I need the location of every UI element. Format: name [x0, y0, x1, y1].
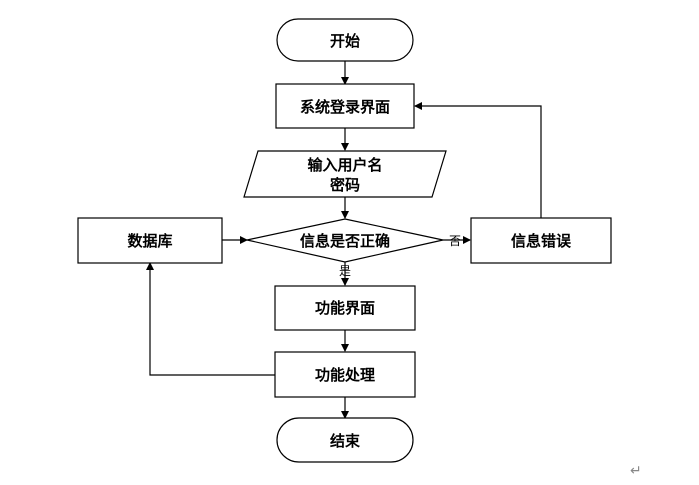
database-node: 数据库	[77, 217, 223, 264]
no-edge-label: 否	[449, 234, 461, 248]
paragraph-mark-icon: ↵	[630, 463, 642, 479]
edge-proc-database	[146, 262, 275, 376]
input-node: 输入用户名 密码	[243, 150, 447, 198]
start-node: 开始	[276, 18, 414, 62]
start-node-label: 开始	[330, 32, 360, 50]
login-node: 系统登录界面	[275, 83, 415, 129]
function-ui-node: 功能界面	[274, 285, 416, 331]
input-node-label-line2: 密码	[330, 176, 360, 194]
function-ui-node-label: 功能界面	[315, 299, 375, 317]
edge-error-login	[414, 102, 542, 218]
error-node: 信息错误	[470, 217, 612, 264]
database-node-label: 数据库	[127, 232, 172, 250]
function-proc-node-label: 功能处理	[315, 366, 375, 384]
end-node: 结束	[276, 417, 414, 463]
error-node-label: 信息错误	[511, 232, 572, 250]
decision-node: 信息是否正确	[246, 218, 444, 263]
yes-edge-label: 是	[339, 264, 351, 278]
input-node-label-line1: 输入用户名	[307, 156, 382, 174]
end-node-label: 结束	[330, 432, 361, 450]
login-node-label: 系统登录界面	[300, 98, 390, 116]
decision-node-label: 信息是否正确	[300, 232, 390, 250]
function-proc-node: 功能处理	[274, 351, 416, 398]
